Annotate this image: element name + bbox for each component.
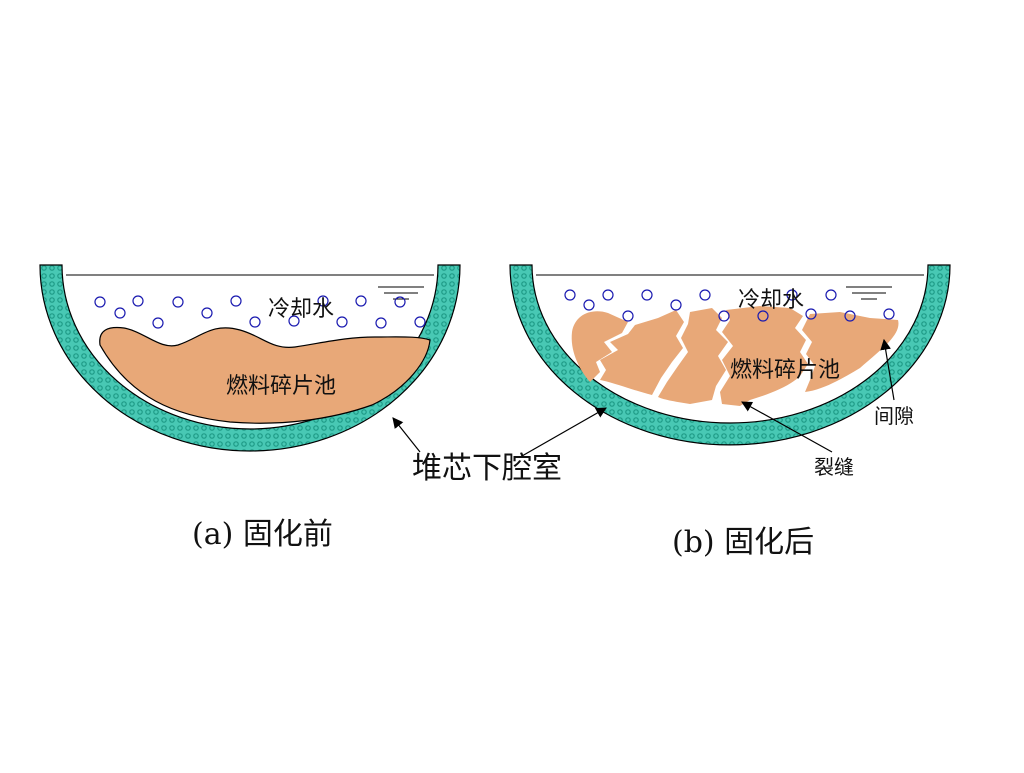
bubble xyxy=(355,295,367,307)
caption-a: (a) 固化前 xyxy=(192,517,333,552)
debris-pieces-b xyxy=(571,306,899,406)
debris-piece xyxy=(658,308,728,404)
bubble xyxy=(805,308,817,320)
water-label-a: 冷却水 xyxy=(268,297,334,322)
lower-plenum-arrow-left xyxy=(392,417,421,453)
debris-piece xyxy=(720,306,808,406)
debris-label-b: 燃料碎片池 xyxy=(730,358,840,383)
debris-piece xyxy=(571,311,628,382)
caption-b: (b) 固化后 xyxy=(672,525,814,560)
bubble xyxy=(394,296,406,308)
lower-plenum-arrow-right xyxy=(521,407,607,457)
bubble xyxy=(883,308,895,320)
bubble xyxy=(622,310,634,322)
bubble xyxy=(375,317,387,329)
bubble xyxy=(201,307,213,319)
water-level-symbol-b xyxy=(846,286,892,300)
water-label-b: 冷却水 xyxy=(738,288,804,313)
gap-label: 间隙 xyxy=(874,404,914,428)
bubble xyxy=(249,316,261,328)
bubbles-b xyxy=(564,289,895,322)
bubble xyxy=(641,289,653,301)
debris-pool-a xyxy=(99,326,431,424)
panel-b: 冷却水 燃料碎片池 间隙 裂缝 (b) 固化后 xyxy=(509,264,951,560)
debris-piece xyxy=(600,310,684,395)
bubble xyxy=(414,316,426,328)
bubble xyxy=(786,289,798,301)
debris-label-a: 燃料碎片池 xyxy=(226,374,336,399)
panel-a: 冷却水 燃料碎片池 (a) 固化前 xyxy=(39,264,461,552)
vessel-wall-b xyxy=(509,264,951,446)
bubble xyxy=(844,310,856,322)
crack-label: 裂缝 xyxy=(814,455,854,479)
bubble xyxy=(94,296,106,308)
bubble xyxy=(699,289,711,301)
bubble xyxy=(114,307,126,319)
bubble xyxy=(336,316,348,328)
bubble xyxy=(132,295,144,307)
bubble xyxy=(152,317,164,329)
bubble xyxy=(288,315,300,327)
gap-arrow xyxy=(880,338,895,401)
bubble xyxy=(670,299,682,311)
bubble xyxy=(317,295,329,307)
bubble xyxy=(602,289,614,301)
bubble xyxy=(718,310,730,322)
lower-plenum-label: 堆芯下腔室 xyxy=(412,451,562,486)
bubble xyxy=(825,289,837,301)
bubble xyxy=(564,289,576,301)
bubble xyxy=(172,296,184,308)
crack-arrow xyxy=(741,401,833,453)
debris-piece xyxy=(802,312,899,392)
bubbles-a xyxy=(94,295,426,329)
bubble xyxy=(230,295,242,307)
bubble xyxy=(757,310,769,322)
bubble xyxy=(583,299,595,311)
